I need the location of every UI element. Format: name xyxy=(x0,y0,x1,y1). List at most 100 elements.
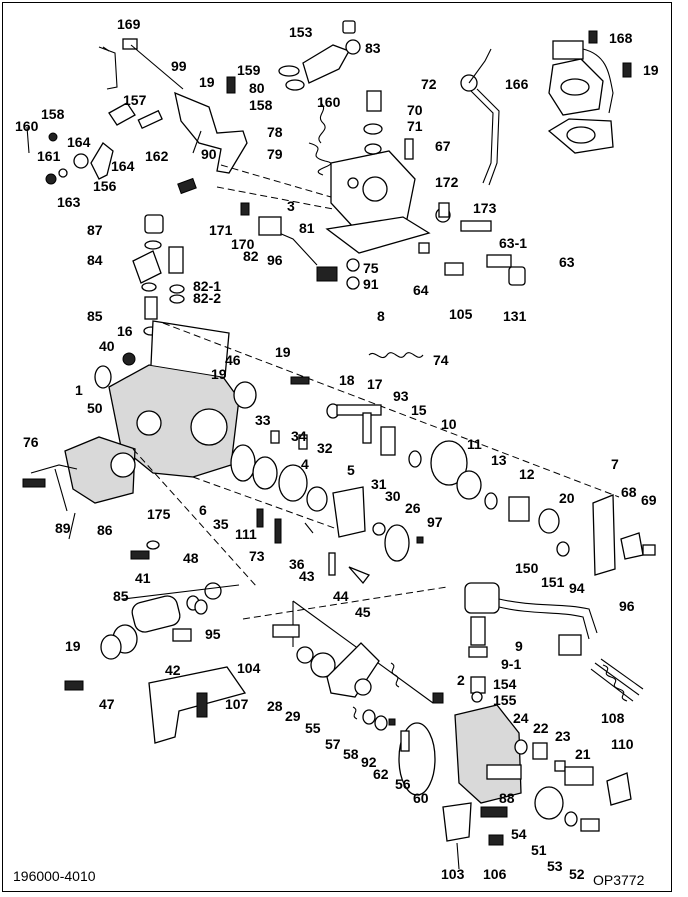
part-label: 168 xyxy=(609,30,633,46)
part-label: 163 xyxy=(57,194,81,210)
part-label: 2 xyxy=(457,672,465,688)
part-label: 88 xyxy=(499,790,515,806)
part-label: 93 xyxy=(393,388,409,404)
part-label: 73 xyxy=(249,548,265,564)
part-label: 62 xyxy=(373,766,389,782)
part-label: 75 xyxy=(363,260,379,276)
part-label: 13 xyxy=(491,452,507,468)
part-label: 94 xyxy=(569,580,585,596)
part-label: 166 xyxy=(505,76,529,92)
part-label: 158 xyxy=(249,97,273,113)
part-label: 76 xyxy=(23,434,39,450)
part-label: 9-1 xyxy=(501,656,521,672)
part-label: 106 xyxy=(483,866,507,882)
part-label: 158 xyxy=(41,106,65,122)
part-label: 111 xyxy=(235,526,257,542)
cover-and-spring-row xyxy=(272,624,628,752)
part-label: 60 xyxy=(413,790,429,806)
part-label: 43 xyxy=(299,568,315,584)
part-label: 40 xyxy=(99,338,115,354)
part-label: 150 xyxy=(515,560,539,576)
part-label: 41 xyxy=(135,570,151,586)
part-label: 164 xyxy=(111,158,135,174)
part-label: 19 xyxy=(211,366,227,382)
part-label: 82-2 xyxy=(193,290,221,306)
part-label: 3 xyxy=(287,198,295,214)
hydraulic-fitting-group xyxy=(94,214,185,389)
part-label: 105 xyxy=(449,306,473,322)
part-label: 46 xyxy=(225,352,241,368)
part-label: 99 xyxy=(171,58,187,74)
part-label: 48 xyxy=(183,550,199,566)
drive-shaft-assembly xyxy=(130,352,656,585)
part-label: 67 xyxy=(435,138,451,154)
part-label: 162 xyxy=(145,148,169,164)
part-label: 170 xyxy=(231,236,255,252)
part-label: 32 xyxy=(317,440,333,456)
lower-left-parts xyxy=(64,582,247,744)
part-label: 85 xyxy=(87,308,103,324)
part-label: 64 xyxy=(413,282,429,298)
part-label: 42 xyxy=(165,662,181,678)
part-label: 10 xyxy=(441,416,457,432)
part-label: 15 xyxy=(411,402,427,418)
part-label: 85 xyxy=(113,588,129,604)
part-label: 69 xyxy=(641,492,657,508)
part-label: 79 xyxy=(267,146,283,162)
part-label: 23 xyxy=(555,728,571,744)
part-label: 21 xyxy=(575,746,591,762)
part-label: 86 xyxy=(97,522,113,538)
part-label: 45 xyxy=(355,604,371,620)
part-label: 7 xyxy=(611,456,619,472)
parts-diagram-sheet: 169 153 83 99 159 19 80 158 157 160 72 1… xyxy=(2,2,672,892)
part-label: 107 xyxy=(225,696,249,712)
part-label: 28 xyxy=(267,698,283,714)
part-label: 18 xyxy=(339,372,355,388)
part-label: 19 xyxy=(65,638,81,654)
part-label: 83 xyxy=(365,40,381,56)
part-label: 4 xyxy=(301,456,309,472)
throttle-pipe-and-bracket xyxy=(346,30,632,290)
part-label: 155 xyxy=(493,692,517,708)
part-label: 5 xyxy=(347,462,355,478)
part-label: 47 xyxy=(99,696,115,712)
part-label: 78 xyxy=(267,124,283,140)
part-label: 175 xyxy=(147,506,171,522)
part-label: 156 xyxy=(93,178,117,194)
part-label: 80 xyxy=(249,80,265,96)
part-label: 164 xyxy=(67,134,91,150)
part-label: 95 xyxy=(205,626,221,642)
part-label: 36 xyxy=(289,556,305,572)
part-label: 87 xyxy=(87,222,103,238)
part-label: 172 xyxy=(435,174,459,190)
part-label: 20 xyxy=(559,490,575,506)
part-label: 63 xyxy=(559,254,575,270)
part-label: 26 xyxy=(405,500,421,516)
part-label: 161 xyxy=(37,148,61,164)
governor-lever-group xyxy=(26,38,248,195)
part-label: 96 xyxy=(267,252,283,268)
part-label: 44 xyxy=(333,588,349,604)
part-label: 58 xyxy=(343,746,359,762)
part-label: 110 xyxy=(611,736,634,752)
part-label: 1 xyxy=(75,382,83,398)
part-label: 103 xyxy=(441,866,465,882)
solenoid-and-head-group xyxy=(242,582,644,870)
part-label: 57 xyxy=(325,736,341,752)
part-label: 171 xyxy=(209,222,233,238)
part-label: 97 xyxy=(427,514,443,530)
part-label: 92 xyxy=(361,754,377,770)
figure-code: OP3772 xyxy=(593,872,645,888)
part-label: 131 xyxy=(503,308,527,324)
exploded-parts-diagram: 169 153 83 99 159 19 80 158 157 160 72 1… xyxy=(13,16,659,888)
part-label: 29 xyxy=(285,708,301,724)
part-number-labels: 169 153 83 99 159 19 80 158 157 160 72 1… xyxy=(15,16,659,882)
part-label: 96 xyxy=(619,598,635,614)
part-label: 159 xyxy=(237,62,261,78)
part-label: 56 xyxy=(395,776,411,792)
part-label: 19 xyxy=(199,74,215,90)
part-label: 31 xyxy=(371,476,387,492)
part-label: 70 xyxy=(407,102,423,118)
part-label: 24 xyxy=(513,710,529,726)
part-label: 17 xyxy=(367,376,383,392)
